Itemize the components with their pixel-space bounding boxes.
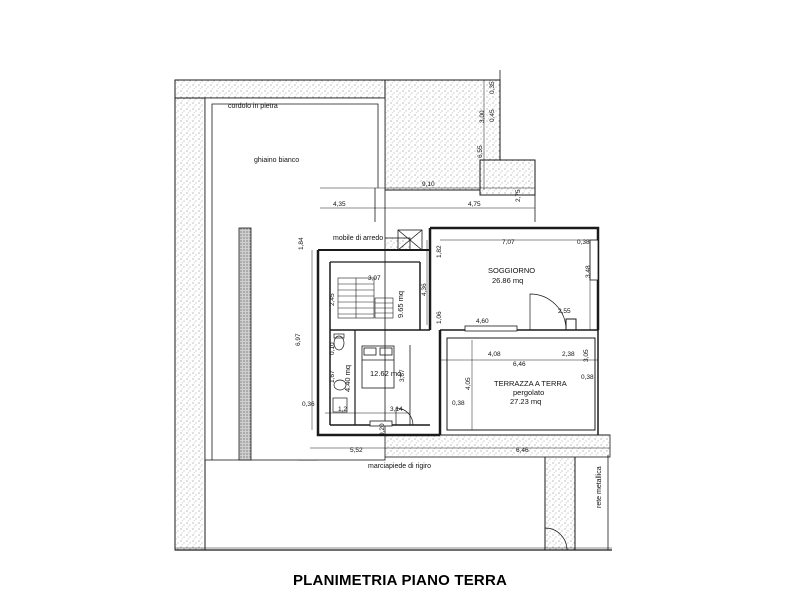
dim-367: 3,67 — [399, 369, 406, 382]
marciapiede-label: marciapiede di rigiro — [368, 463, 431, 470]
dim-167: 1,67 — [329, 370, 336, 383]
soggiorno-area: 26.86 mq — [492, 276, 523, 285]
mobile-label: mobile di arredo — [333, 235, 383, 242]
dim-475: 4,75 — [468, 201, 481, 208]
dim-707: 7,07 — [502, 239, 515, 246]
bed — [361, 345, 395, 389]
dim-038-a: 0,38 — [577, 239, 590, 246]
dim-435: 4,35 — [333, 201, 346, 208]
dim-305: 3,05 — [583, 349, 590, 362]
dim-182: 1,82 — [436, 245, 443, 258]
doors — [369, 239, 599, 551]
bathroom-fixtures — [332, 333, 348, 413]
dim-460: 4,60 — [476, 318, 489, 325]
dim-655: 6,55 — [477, 145, 484, 158]
dim-036: 0,36 — [302, 401, 315, 408]
dim-245: 2,45 — [329, 293, 336, 306]
dim-552: 5,52 — [350, 447, 363, 454]
dim-697: 6,97 — [295, 333, 302, 346]
dim-300: 3,00 — [479, 110, 486, 123]
dim-035: 0,35 — [489, 81, 496, 94]
dim-348: 3,48 — [585, 265, 592, 278]
planter-strip — [238, 227, 252, 461]
dim-405: 4,05 — [465, 377, 472, 390]
dim-010: 0,10 — [329, 342, 336, 355]
terrazza-sub: pergolato — [513, 388, 544, 397]
dim-646-b: 6,46 — [516, 447, 529, 454]
dim-275: 2,75 — [515, 189, 522, 202]
terrazza-name: TERRAZZA A TERRA — [494, 379, 567, 388]
ghiaino-label: ghiaino bianco — [254, 157, 299, 164]
dim-184: 1,84 — [298, 237, 305, 250]
staircase — [337, 277, 394, 319]
dim-045: 0,45 — [489, 109, 496, 122]
house-walls — [316, 226, 610, 437]
terrazza-area: 27.23 mq — [510, 397, 541, 406]
dim-238: 2,38 — [562, 351, 575, 358]
dim-106: 1,06 — [436, 311, 443, 324]
dim-038-b: 0,38 — [581, 374, 594, 381]
dim-020: 0,20 — [379, 423, 386, 436]
bagno-area: 4.40 mq — [343, 365, 352, 392]
dim-436: 4,36 — [421, 283, 428, 296]
dim-12: 1,2 — [338, 406, 347, 413]
dim-408: 4,08 — [488, 351, 501, 358]
dimension-lines — [310, 80, 610, 449]
dim-038-c: 0,38 — [452, 400, 465, 407]
gravel-field — [204, 97, 386, 461]
soggiorno-name: SOGGIORNO — [488, 266, 535, 275]
cordolo-label: cordolo in pietra — [228, 103, 278, 110]
curb-line — [211, 103, 379, 460]
plot-boundary — [175, 70, 612, 551]
scala-area: 9.65 mq — [396, 291, 405, 318]
plan-title: PLANIMETRIA PIANO TERRA — [292, 572, 508, 589]
dim-255: 2,55 — [558, 308, 571, 315]
camera-area: 12.62 mq — [370, 369, 401, 378]
dim-397: 3,97 — [368, 275, 381, 282]
dim-646-a: 6,46 — [513, 361, 526, 368]
dim-314: 3,14 — [390, 406, 403, 413]
shaft — [397, 229, 423, 251]
dim-910: 9,10 — [422, 181, 435, 188]
rete-label: rete metallica — [596, 466, 603, 508]
